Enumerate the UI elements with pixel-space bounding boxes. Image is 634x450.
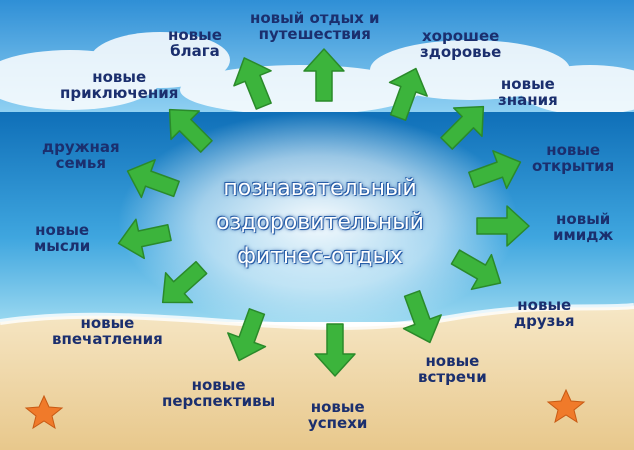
starfish-icon: [546, 388, 586, 424]
center-line: познавательный: [223, 176, 417, 201]
starfish-icon: [24, 394, 64, 430]
center-line: фитнес-отдых: [237, 244, 403, 269]
center-line: оздоровительный: [216, 210, 424, 235]
center-title: познавательный оздоровительный фитнес-от…: [180, 172, 460, 274]
